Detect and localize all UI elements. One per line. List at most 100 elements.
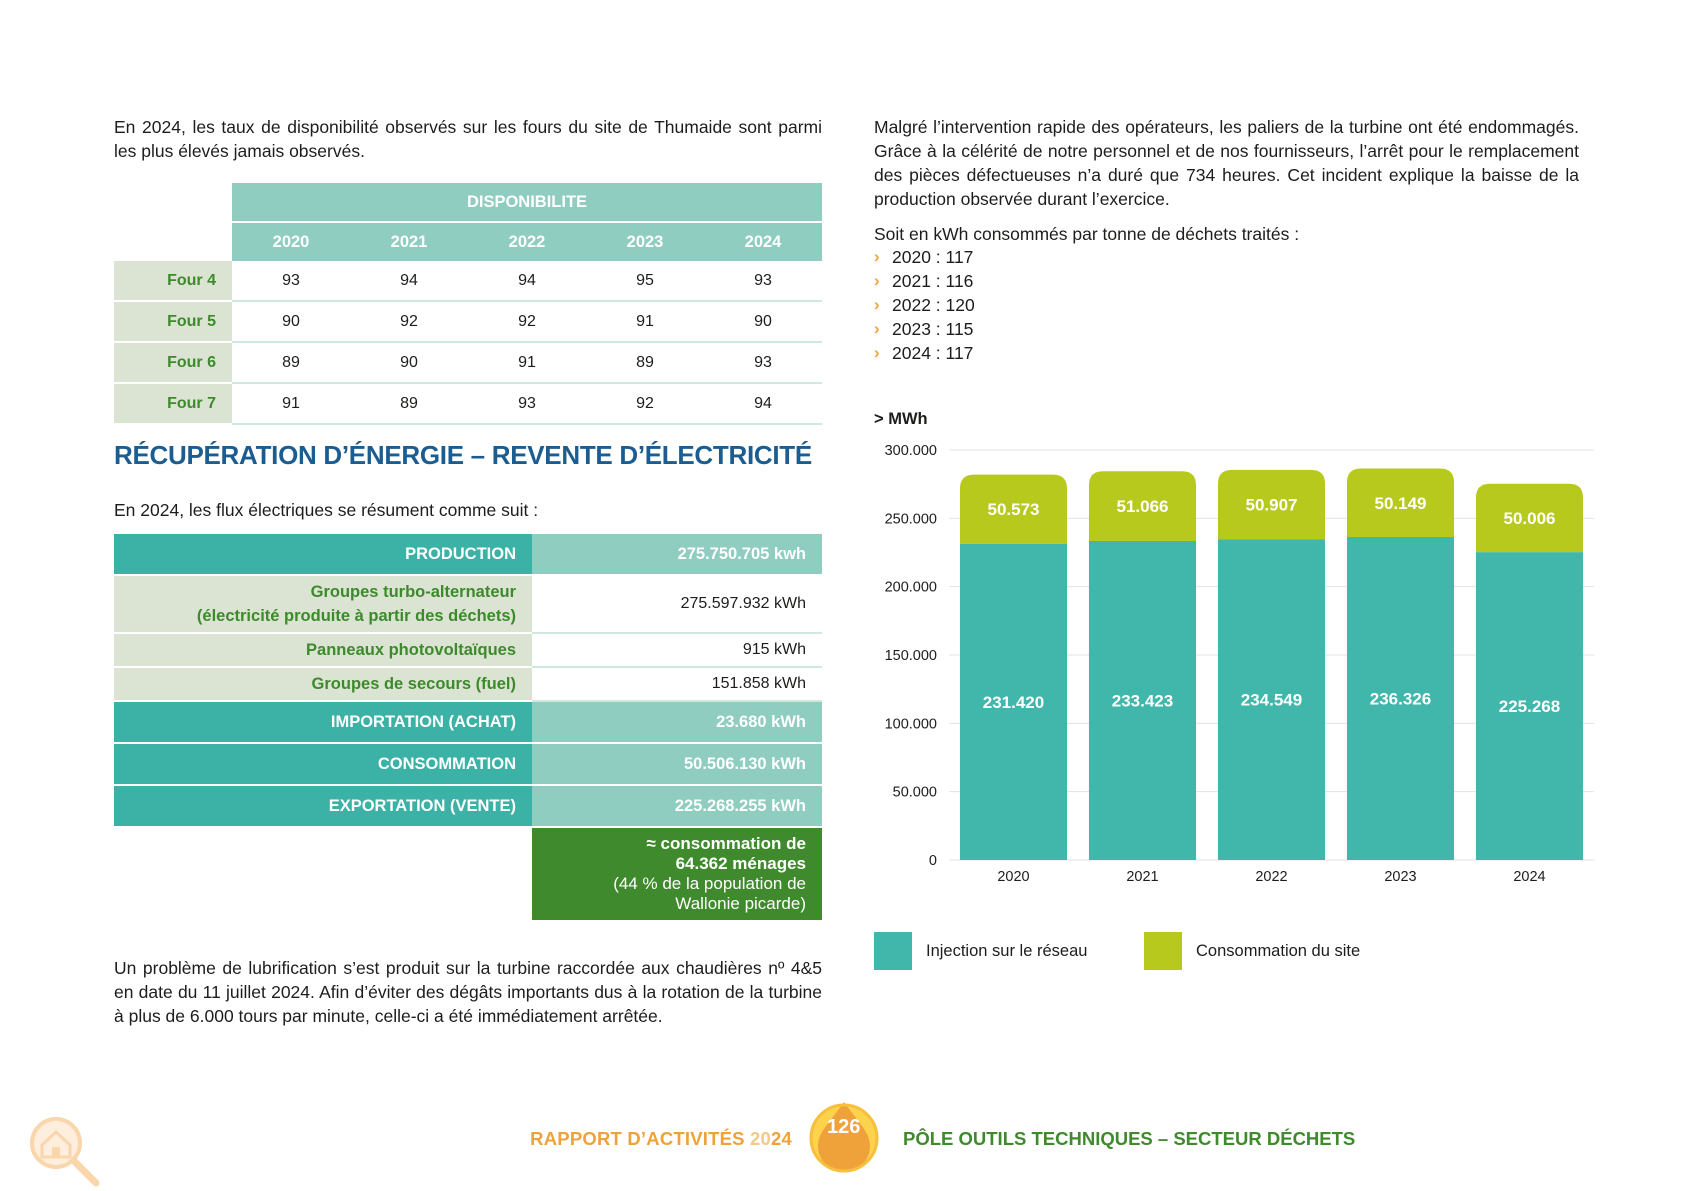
section-title: RÉCUPÉRATION D’ÉNERGIE – REVENTE D’ÉLECT…: [114, 440, 812, 470]
legend-item-consommation: Consommation du site: [1144, 932, 1360, 970]
households-note: ≈ consommation de 64.362 ménages (44 % d…: [532, 827, 822, 920]
data-label-injection: 234.549: [1241, 691, 1302, 710]
cell: 90: [704, 301, 822, 343]
bar-consommation: [1088, 471, 1197, 541]
flux-intro: En 2024, les flux électriques se résumen…: [114, 500, 539, 520]
legend-swatch: [874, 932, 912, 970]
availability-title: DISPONIBILITE: [232, 183, 822, 222]
data-label-consommation: 51.066: [1117, 497, 1169, 516]
cell: 95: [586, 261, 704, 302]
households-line: 64.362 ménages: [675, 854, 806, 873]
legend-label: Injection sur le réseau: [926, 941, 1088, 960]
cell: 93: [704, 261, 822, 302]
page-number: 126: [827, 1116, 861, 1138]
table-row: IMPORTATION (ACHAT) 23.680 kWh: [114, 701, 822, 744]
cell: 89: [232, 342, 350, 384]
cell: 91: [468, 342, 586, 384]
bar-consommation: [959, 474, 1068, 544]
table-row: Groupes turbo-alternateur (électricité p…: [114, 575, 822, 634]
legend-swatch: [1144, 932, 1182, 970]
importation-value: 23.680 kWh: [532, 701, 822, 744]
table-row: Four 4 93 94 94 95 93: [114, 261, 822, 302]
x-tick-label: 2023: [1384, 869, 1416, 882]
bar-consommation: [1217, 469, 1326, 540]
year-header: 2023: [586, 221, 704, 261]
house-search-icon: [30, 1117, 100, 1187]
chevron-right-icon: ›: [874, 247, 880, 266]
sub-value: 151.858 kWh: [532, 667, 822, 702]
data-label-injection: 233.423: [1112, 691, 1173, 710]
sub-label: Groupes de secours (fuel): [114, 667, 532, 702]
bar-injection: [1088, 540, 1197, 860]
year-header: 2024: [704, 221, 822, 261]
cell: 92: [350, 301, 468, 343]
data-label-injection: 231.420: [983, 693, 1044, 712]
consommation-value: 50.506.130 kWh: [532, 743, 822, 786]
intro-paragraph: En 2024, les taux de disponibilité obser…: [114, 117, 822, 161]
kwh-list: ›2020 : 117 ›2021 : 116 ›2022 : 120 ›202…: [874, 245, 975, 365]
x-tick-label: 2020: [997, 869, 1029, 882]
year-header: 2022: [468, 221, 586, 261]
bar-injection: [959, 543, 1068, 860]
y-tick-label: 150.000: [885, 648, 937, 664]
households-line: Wallonie picarde): [675, 894, 806, 913]
row-label: Four 5: [114, 301, 232, 343]
x-tick-label: 2024: [1513, 869, 1545, 882]
row-label: Four 7: [114, 383, 232, 425]
sub-label: Groupes turbo-alternateur: [310, 583, 516, 601]
table-row: ≈ consommation de 64.362 ménages (44 % d…: [114, 827, 822, 920]
cell: 91: [586, 301, 704, 343]
cell: 94: [350, 261, 468, 302]
cell: 90: [350, 342, 468, 384]
legend-item-injection: Injection sur le réseau: [874, 932, 1087, 970]
footer-section-title: PÔLE OUTILS TECHNIQUES – SECTEUR DÉCHETS: [903, 1128, 1356, 1149]
cell: 92: [586, 383, 704, 425]
bar-consommation: [1475, 483, 1584, 553]
bar-consommation: [1346, 468, 1455, 538]
x-tick-label: 2022: [1255, 869, 1287, 882]
list-item: ›2021 : 116: [874, 271, 974, 291]
table-row: Groupes de secours (fuel) 151.858 kWh: [114, 667, 822, 702]
incident-paragraph: Malgré l’intervention rapide des opérate…: [874, 117, 1579, 209]
table-row: Four 7 91 89 93 92 94: [114, 383, 822, 425]
sub-value: 915 kWh: [532, 633, 822, 668]
chevron-right-icon: ›: [874, 343, 880, 362]
production-label: PRODUCTION: [114, 534, 532, 576]
table-row: Panneaux photovoltaïques 915 kWh: [114, 633, 822, 668]
bar-injection: [1217, 539, 1326, 860]
households-line: ≈ consommation de: [646, 834, 806, 853]
households-line: (44 % de la population de: [613, 874, 806, 893]
data-label-injection: 236.326: [1370, 690, 1431, 709]
footer-report-title: RAPPORT D’ACTIVITÉS 2024: [530, 1128, 792, 1149]
exportation-label: EXPORTATION (VENTE): [114, 785, 532, 828]
y-tick-label: 100.000: [885, 716, 937, 732]
year-header: 2021: [350, 221, 468, 261]
bar-injection: [1475, 552, 1584, 860]
list-item: ›2022 : 120: [874, 295, 975, 315]
chevron-right-icon: ›: [874, 319, 880, 338]
row-label: Four 4: [114, 261, 232, 302]
cell: 93: [704, 342, 822, 384]
data-label-consommation: 50.006: [1504, 509, 1556, 528]
y-tick-label: 50.000: [893, 785, 937, 801]
data-label-injection: 225.268: [1499, 697, 1560, 716]
kwh-intro: Soit en kWh consommés par tonne de déche…: [874, 224, 1300, 244]
row-label: Four 6: [114, 342, 232, 384]
list-item: ›2024 : 117: [874, 343, 974, 363]
list-item: ›2020 : 117: [874, 247, 974, 267]
cell: 89: [350, 383, 468, 425]
table-row: PRODUCTION 275.750.705 kwh: [114, 534, 822, 576]
cell: 93: [468, 383, 586, 425]
cell: 91: [232, 383, 350, 425]
table-row: EXPORTATION (VENTE) 225.268.255 kWh: [114, 785, 822, 828]
consommation-label: CONSOMMATION: [114, 743, 532, 786]
y-tick-label: 200.000: [885, 580, 937, 596]
table-row: Four 5 90 92 92 91 90: [114, 301, 822, 343]
chevron-right-icon: ›: [874, 271, 880, 290]
importation-label: IMPORTATION (ACHAT): [114, 701, 532, 744]
cell: 93: [232, 261, 350, 302]
legend-label: Consommation du site: [1196, 941, 1361, 960]
x-tick-label: 2021: [1126, 869, 1158, 882]
y-tick-label: 250.000: [885, 511, 937, 527]
exportation-value: 225.268.255 kWh: [532, 785, 822, 828]
